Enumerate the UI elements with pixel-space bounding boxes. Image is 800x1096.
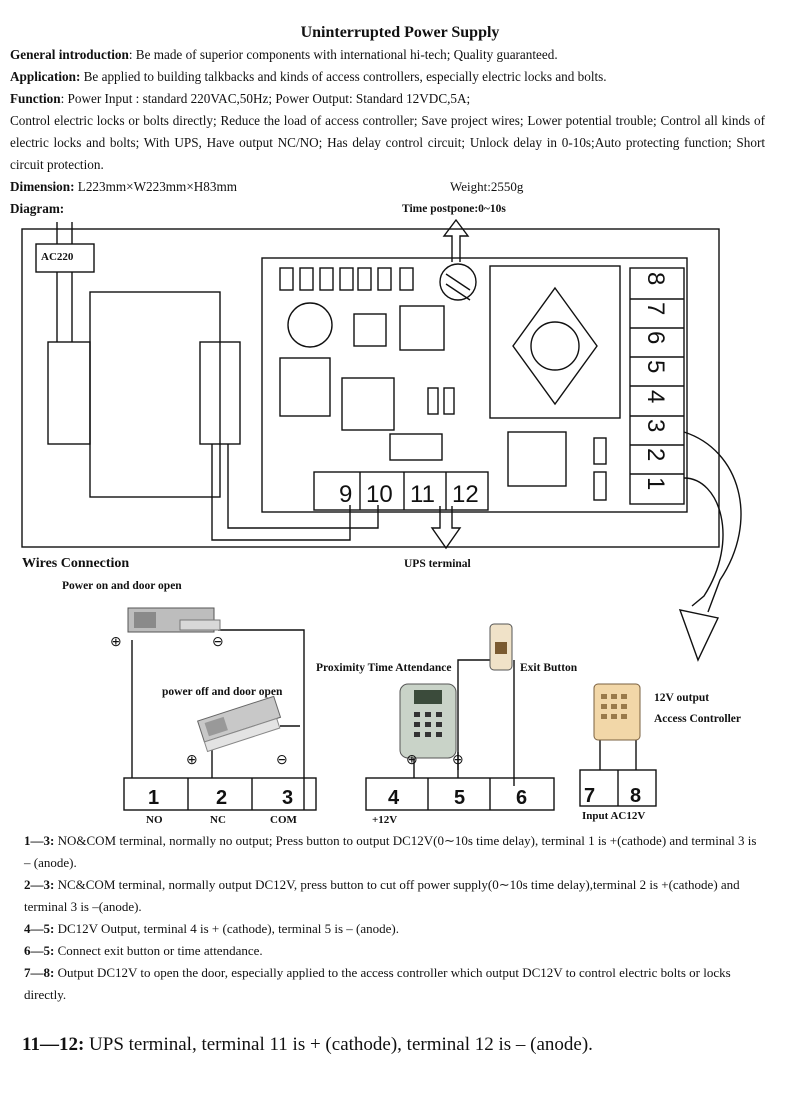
terminal-label-9: 9 (339, 481, 352, 508)
note-2-3: 2—3: NC&COM terminal, normally output DC… (24, 877, 740, 914)
device-minus-symbol: ⊖ (452, 751, 464, 767)
transformer-coil-left (47, 341, 91, 445)
diagram-label: Diagram: (10, 201, 65, 216)
wire-terminal-3: 3 (282, 787, 293, 809)
plus12v-label: +12V (372, 814, 398, 826)
wire-terminal-6: 6 (516, 787, 527, 809)
note-4-5: 4—5: DC12V Output, terminal 4 is + (cath… (24, 921, 400, 936)
lock2-minus-symbol: ⊖ (276, 751, 288, 767)
wire-terminal-1: 1 (148, 787, 159, 809)
delay-potentiometer (439, 263, 477, 301)
note-11-12: 11—12: UPS terminal, terminal 11 is + (c… (22, 1034, 593, 1055)
terminal-label-1: 1 (642, 477, 669, 490)
ups-terminal-arrow (430, 506, 462, 550)
wire-terminal-4: 4 (388, 787, 400, 809)
time-attendance-device-icon (399, 683, 457, 759)
ac220-label: AC220 (41, 251, 74, 263)
terminal-block-bottom (313, 471, 489, 511)
intro-function: Function: Power Input : standard 220VAC,… (10, 91, 471, 106)
weight-text: Weight:2550g (450, 179, 524, 194)
wires-connection-heading: Wires Connection (22, 556, 130, 571)
page-title: Uninterrupted Power Supply (300, 24, 500, 41)
output-ribbon (683, 431, 742, 613)
power-on-label: Power on and door open (62, 580, 182, 592)
device-plus-symbol: ⊕ (406, 751, 418, 767)
nc-label: NC (210, 814, 226, 826)
terminal-label-7: 7 (642, 302, 669, 315)
enclosure-outline (21, 228, 720, 548)
terminal-label-10: 10 (366, 481, 393, 508)
intro-application: Application: Be applied to building talk… (10, 69, 607, 84)
output-12v-label: 12V output (654, 692, 710, 704)
no-label: NO (146, 814, 163, 826)
power-off-label: power off and door open (162, 686, 283, 698)
wire-terminal-5: 5 (454, 787, 465, 809)
terminal-block-4-6 (365, 777, 555, 811)
terminal-label-6: 6 (642, 331, 669, 344)
exit-button-label: Exit Button (520, 662, 578, 674)
terminal-label-12: 12 (452, 481, 479, 508)
exit-button-icon (489, 623, 513, 671)
time-postpone-arrow (442, 218, 470, 262)
note-6-5: 6—5: Connect exit button or time attenda… (24, 943, 263, 958)
electric-lock-closed-icon (197, 695, 282, 753)
terminal-block-1-3 (123, 777, 317, 811)
intro-general: General introduction: Be made of superio… (10, 47, 558, 62)
terminal-label-3: 3 (642, 419, 669, 432)
access-controller-label: Access Controller (654, 713, 741, 725)
electric-lock-open-icon (127, 607, 221, 633)
ac220-box (35, 243, 95, 273)
dimension-text: Dimension: L223mm×W223mm×H83mm (10, 179, 237, 194)
lock2-plus-symbol: ⊕ (186, 751, 198, 767)
note-7-8: 7—8: Output DC12V to open the door, espe… (24, 965, 731, 1002)
transformer-coil-right (199, 341, 241, 445)
wire-terminal-8: 8 (630, 785, 641, 807)
access-controller-icon (593, 683, 641, 741)
com-label: COM (270, 814, 297, 826)
time-postpone-label: Time postpone:0~10s (402, 203, 506, 215)
terminal-label-5: 5 (642, 360, 669, 373)
relay (489, 265, 621, 419)
terminal-label-2: 2 (642, 448, 669, 461)
terminal-label-8: 8 (642, 272, 669, 285)
pcb-board (261, 257, 688, 513)
lock1-minus-symbol: ⊖ (212, 633, 224, 649)
wire-terminal-2: 2 (216, 787, 227, 809)
terminal-label-11: 11 (410, 481, 435, 508)
wire-terminal-7: 7 (584, 785, 595, 807)
note-1-3: 1—3: NO&COM terminal, normally no output… (24, 833, 757, 870)
lock1-plus-symbol: ⊕ (110, 633, 122, 649)
ups-terminal-label: UPS terminal (404, 558, 471, 570)
terminal-label-4: 4 (642, 390, 669, 403)
proximity-label: Proximity Time Attendance (316, 662, 452, 674)
input-ac12v-label: Input AC12V (582, 810, 646, 822)
intro-features: Control electric locks or bolts directly… (10, 113, 765, 172)
